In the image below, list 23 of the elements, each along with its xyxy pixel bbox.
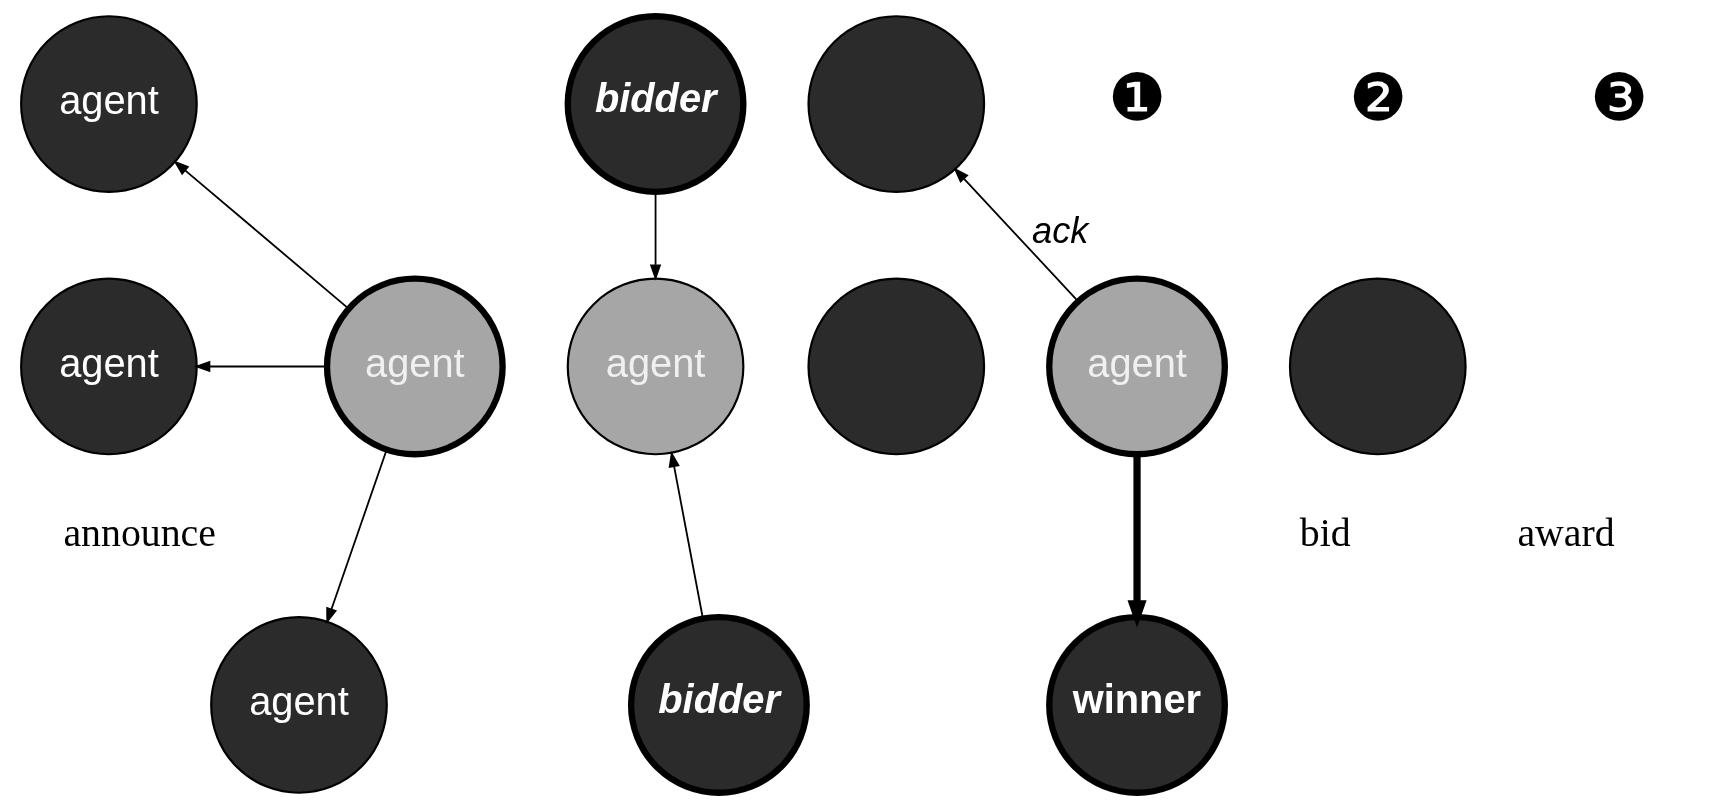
node-circle: bidder	[564, 12, 747, 195]
edge-label: ack	[1032, 209, 1089, 250]
node-circle: winner	[1046, 613, 1228, 796]
node-circle	[807, 277, 986, 455]
node-circle: agent	[323, 275, 506, 457]
node-circle	[807, 14, 986, 193]
arrow	[953, 166, 1079, 302]
arrow	[668, 450, 704, 619]
arrow	[1127, 454, 1147, 628]
label: announce	[63, 510, 216, 555]
label: award	[1517, 510, 1615, 555]
node-circle	[1288, 277, 1467, 455]
arrow	[173, 159, 350, 310]
node-circle: agent	[566, 277, 745, 455]
node-circle: agent	[20, 277, 198, 455]
label: ❷	[1348, 61, 1407, 134]
node-circle: agent	[210, 615, 388, 794]
node-circle: agent	[20, 14, 198, 193]
label: ❸	[1589, 61, 1648, 134]
label: ❶	[1108, 61, 1167, 134]
node-circle: agent	[1046, 275, 1228, 457]
label: bid	[1299, 510, 1351, 555]
node-circle: bidder	[627, 613, 810, 796]
